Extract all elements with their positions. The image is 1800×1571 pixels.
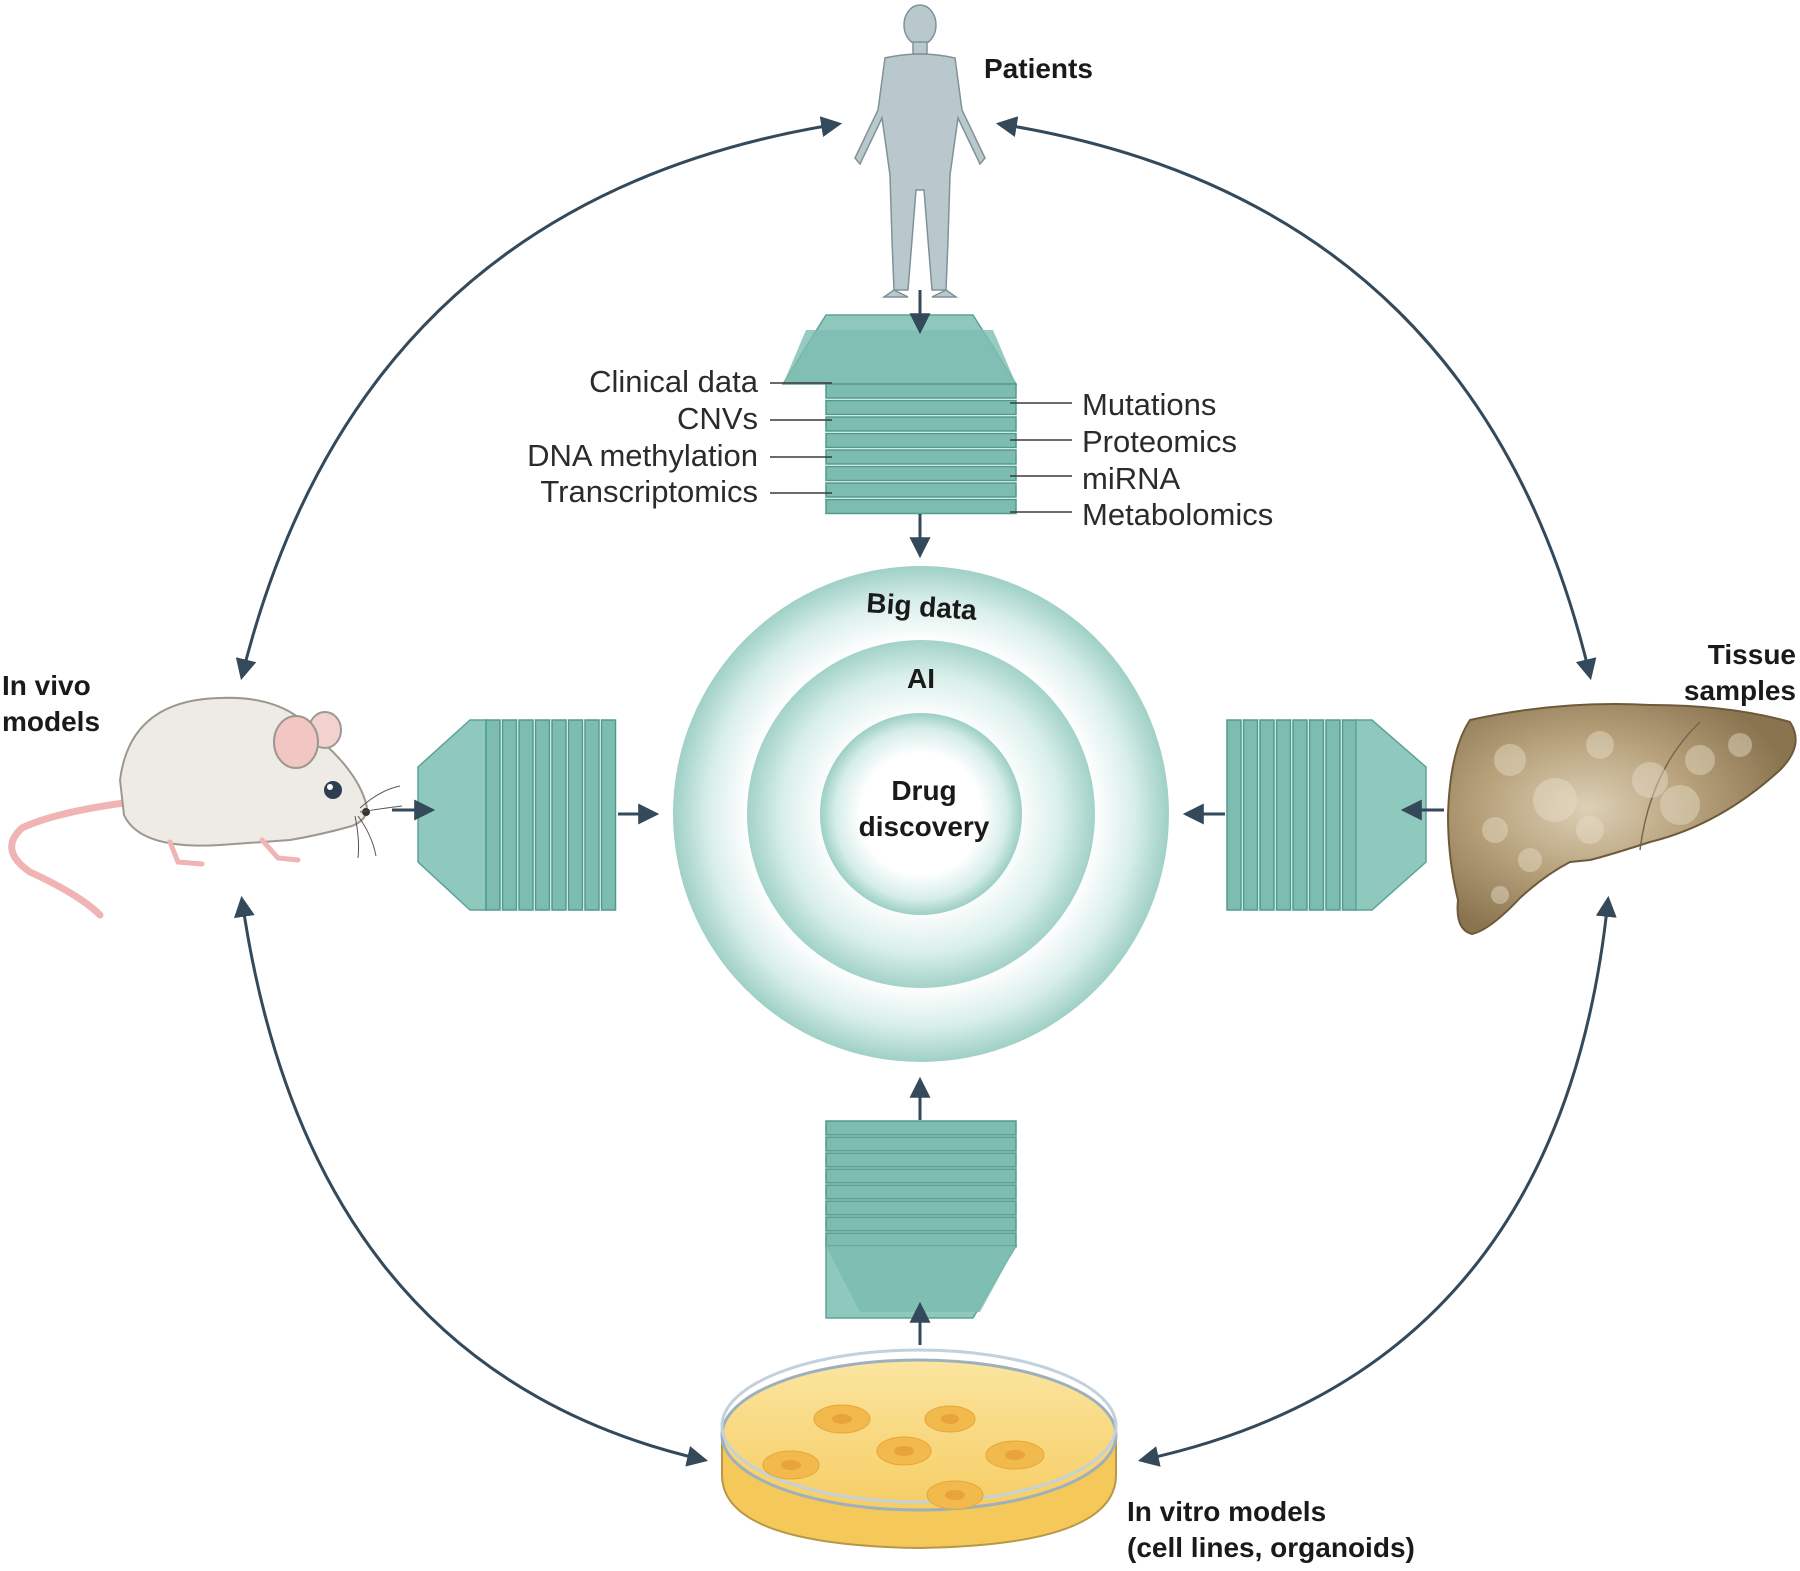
stack-layer bbox=[1275, 719, 1292, 911]
ring-label-drug: Drug bbox=[891, 775, 956, 806]
cycle-arrows bbox=[234, 116, 1617, 1467]
liver-spots bbox=[1482, 731, 1752, 904]
left-data-stack bbox=[417, 719, 617, 911]
stack-top-cap-back bbox=[783, 330, 1016, 384]
omics-labels-right: Mutations Proteomics miRNA Metabolomics bbox=[1010, 387, 1273, 532]
liver-shape bbox=[1446, 703, 1797, 936]
stack-layer bbox=[1242, 719, 1259, 911]
mouse-icon bbox=[8, 696, 403, 919]
stack-layer bbox=[551, 719, 567, 911]
stack-layer bbox=[567, 719, 584, 911]
stack-bottom-cap-front bbox=[826, 1246, 1016, 1312]
label-in-vitro-2: (cell lines, organoids) bbox=[1127, 1532, 1415, 1563]
dish-top bbox=[720, 1358, 1118, 1512]
stack-layer bbox=[825, 449, 1017, 465]
mouse-eye bbox=[324, 781, 342, 799]
stack-left-layers bbox=[485, 719, 617, 911]
stack-layer bbox=[584, 719, 600, 911]
stack-layer bbox=[825, 1216, 1017, 1232]
human-figure-icon bbox=[854, 4, 986, 298]
stack-layer bbox=[825, 498, 1017, 515]
omics-labels-left: Clinical data CNVs DNA methylation Trans… bbox=[527, 364, 832, 509]
stack-layer bbox=[1292, 719, 1308, 911]
omic-metabolomics: Metabolomics bbox=[1082, 497, 1273, 532]
mouse-foot-front bbox=[259, 837, 301, 863]
stack-layer bbox=[501, 719, 518, 911]
ring-label-discovery: discovery bbox=[859, 811, 990, 842]
omic-clinical-data: Clinical data bbox=[589, 364, 759, 399]
label-in-vivo-1: In vivo bbox=[2, 670, 91, 701]
top-data-stack bbox=[781, 314, 1018, 515]
stack-layer bbox=[1341, 719, 1358, 911]
stack-layer bbox=[825, 416, 1017, 432]
liver-lobe-line bbox=[1639, 721, 1701, 851]
stack-layer bbox=[825, 1120, 1017, 1136]
stack-layer bbox=[518, 719, 534, 911]
stack-layer bbox=[1308, 719, 1325, 911]
arrow-invivo-invitro bbox=[234, 895, 709, 1467]
stack-top-layers bbox=[825, 383, 1017, 515]
stack-layer bbox=[1325, 719, 1341, 911]
ring-label-ai: AI bbox=[907, 663, 935, 694]
stack-layer bbox=[825, 1152, 1017, 1168]
omic-mutations: Mutations bbox=[1082, 387, 1216, 422]
stack-layer bbox=[825, 432, 1017, 449]
omic-dna-methylation: DNA methylation bbox=[527, 438, 758, 473]
omic-transcriptomics: Transcriptomics bbox=[540, 474, 758, 509]
stack-layer bbox=[825, 383, 1017, 399]
flow-arrows bbox=[392, 290, 1444, 1345]
stack-layer bbox=[1259, 719, 1275, 911]
center-rings: Big data AI Drug discovery bbox=[673, 566, 1169, 1062]
stack-bottom-layers bbox=[825, 1120, 1017, 1248]
label-tissue-2: samples bbox=[1684, 675, 1796, 706]
stack-right-cap bbox=[1355, 719, 1427, 911]
label-in-vitro-1: In vitro models bbox=[1127, 1496, 1326, 1527]
stack-layer bbox=[825, 399, 1017, 416]
arrow-tissue-invitro bbox=[1137, 895, 1617, 1467]
stack-right-layers bbox=[1226, 719, 1358, 911]
stack-layer bbox=[825, 1136, 1017, 1152]
right-data-stack bbox=[1226, 719, 1427, 911]
bottom-data-stack bbox=[825, 1120, 1018, 1319]
stack-layer bbox=[825, 1200, 1017, 1216]
arrow-patients-tissue bbox=[995, 116, 1597, 681]
label-in-vivo-2: models bbox=[2, 706, 100, 737]
stack-layer bbox=[825, 1168, 1017, 1184]
stack-layer bbox=[485, 719, 501, 911]
mouse-foot-back bbox=[167, 839, 205, 867]
dish-colony-cores bbox=[781, 1414, 1025, 1500]
label-patients: Patients bbox=[984, 53, 1093, 84]
omic-cnvs: CNVs bbox=[677, 401, 758, 436]
stack-layer bbox=[825, 1232, 1017, 1248]
ring-label-big-data: Big data bbox=[865, 587, 978, 626]
stack-left-cap bbox=[417, 719, 487, 911]
left-leader-lines bbox=[770, 382, 832, 494]
stack-layer bbox=[600, 719, 617, 911]
omic-proteomics: Proteomics bbox=[1082, 424, 1237, 459]
stack-layer bbox=[825, 1184, 1017, 1200]
omic-mirna: miRNA bbox=[1082, 461, 1180, 496]
label-tissue-1: Tissue bbox=[1708, 639, 1796, 670]
mouse-tail bbox=[8, 796, 152, 919]
mouse-nose bbox=[362, 808, 370, 816]
ring-drug-discovery bbox=[820, 713, 1022, 915]
stack-layer bbox=[825, 465, 1017, 482]
right-leader-lines bbox=[1010, 402, 1072, 513]
petri-dish-icon bbox=[720, 1348, 1118, 1550]
dish-lid-rim bbox=[720, 1348, 1118, 1504]
stack-layer bbox=[1226, 719, 1242, 911]
mouse-whiskers bbox=[354, 785, 403, 859]
stack-layer bbox=[534, 719, 551, 911]
stack-layer bbox=[825, 482, 1017, 498]
arrow-patients-invivo bbox=[235, 116, 843, 681]
mouse-ear bbox=[273, 715, 319, 769]
liver-icon bbox=[1446, 703, 1797, 936]
